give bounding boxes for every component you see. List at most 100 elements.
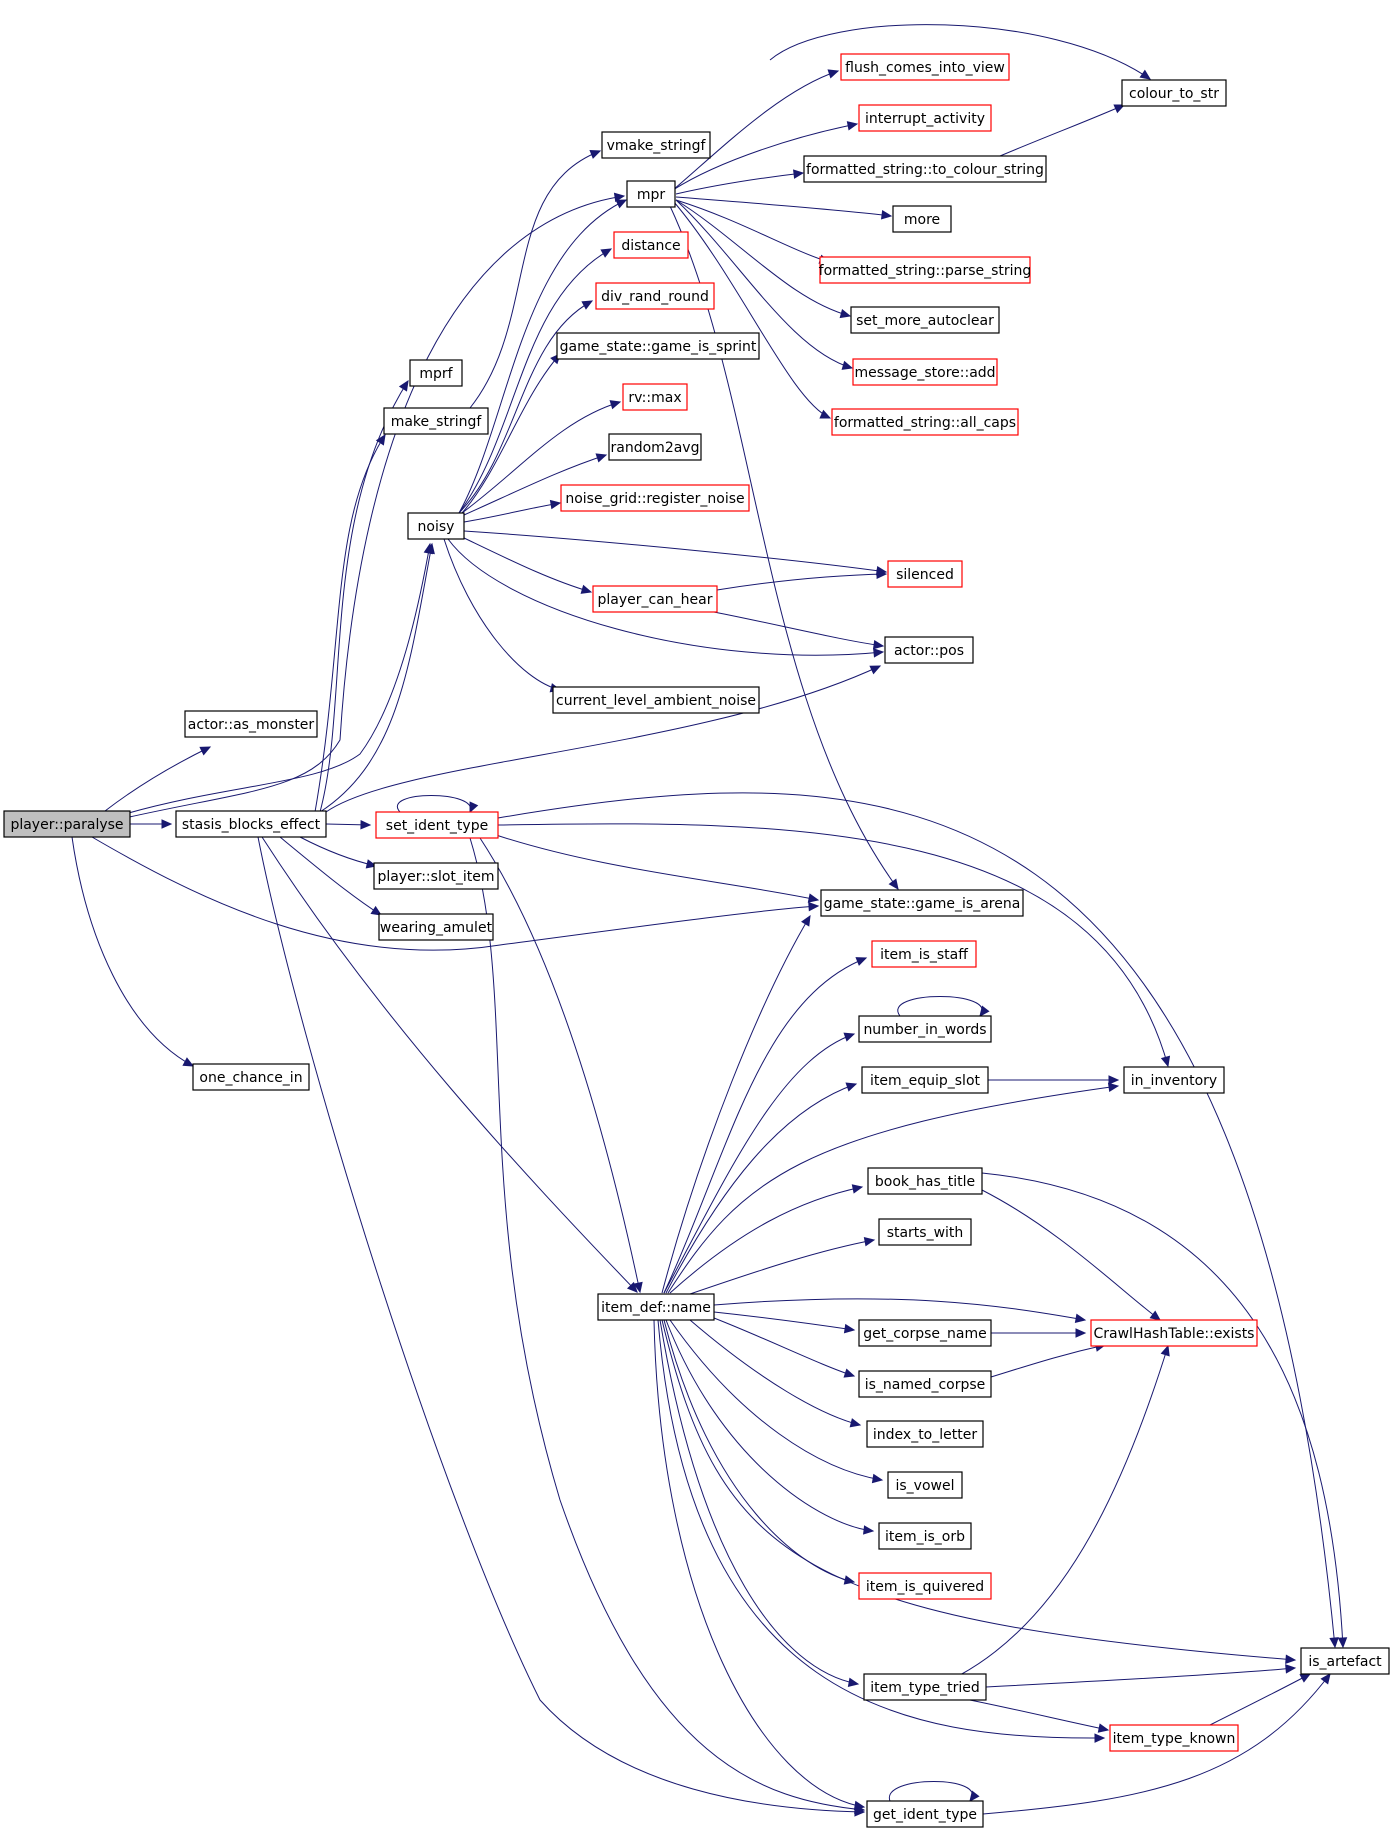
node-label: mpr (637, 187, 666, 203)
function-node-one-chance-in[interactable]: one_chance_in (192, 1063, 310, 1091)
edge-arrowhead (469, 801, 479, 814)
edge-noisy-to-rv_max (461, 400, 622, 514)
edge-get_ident_type-to-get_ident_type (889, 1781, 980, 1802)
edge-item_def_name-to-index_to_letter (689, 1319, 862, 1428)
function-node-vmake-stringf[interactable]: vmake_stringf (601, 131, 711, 159)
edge-line (279, 836, 382, 916)
function-node-all-caps[interactable]: formatted_string::all_caps (831, 408, 1019, 436)
edge-noisy-to-register_noise (463, 499, 562, 523)
node-box (863, 1673, 987, 1701)
function-node-mprf[interactable]: mprf (409, 359, 463, 387)
function-node-distance[interactable]: distance (613, 231, 689, 259)
node-label: noisy (418, 519, 455, 535)
edge-arrowhead (843, 1368, 856, 1378)
edge-arrowhead (876, 569, 888, 579)
edge-arrowhead (807, 893, 820, 903)
node-box (597, 1293, 715, 1321)
function-node-number-in-words[interactable]: number_in_words (858, 1015, 992, 1043)
edge-set_ident_type-to-game_is_arena (489, 832, 820, 903)
edge-arrowhead (1149, 1310, 1161, 1321)
function-node-silenced[interactable]: silenced (887, 560, 963, 588)
edge-line (985, 1667, 1296, 1688)
function-node-in-inventory[interactable]: in_inventory (1123, 1066, 1225, 1094)
function-node-book-has-title[interactable]: book_has_title (867, 1167, 983, 1195)
node-label: item_is_staff (880, 947, 968, 963)
node-label: make_stringf (391, 414, 483, 430)
function-node-item-is-orb[interactable]: item_is_orb (878, 1522, 972, 1550)
edge-mpr-to-more (675, 196, 893, 220)
function-node-actor-as-monster[interactable]: actor::as_monster (184, 710, 318, 738)
node-box (866, 1800, 984, 1828)
edge-arrowhead (1139, 69, 1152, 80)
edge-noisy-to-ambient_noise (443, 538, 562, 693)
edge-line (458, 300, 593, 514)
function-node-item-def-name[interactable]: item_def::name (597, 1293, 715, 1321)
node-box (613, 231, 689, 259)
function-node-set-more-autoclear[interactable]: set_more_autoclear (850, 306, 1000, 334)
function-node-wearing-amulet[interactable]: wearing_amulet (378, 913, 494, 941)
edge-arrowhead (1320, 1673, 1331, 1685)
function-node-noisy[interactable]: noisy (407, 512, 465, 540)
edge-line (675, 199, 853, 369)
function-node-div-rand-round[interactable]: div_rand_round (595, 282, 715, 310)
function-node-rv-max[interactable]: rv::max (622, 383, 688, 411)
function-node-interrupt-activity[interactable]: interrupt_activity (858, 104, 992, 132)
function-node-hash-exists[interactable]: CrawlHashTable::exists (1090, 1319, 1258, 1347)
node-box (867, 1167, 983, 1195)
edge-player_paralyse-to-one_chance_in (71, 836, 195, 1067)
edge-line (672, 70, 839, 191)
edge-line (657, 1319, 1105, 1739)
node-label: silenced (896, 567, 954, 583)
node-box (622, 383, 688, 411)
node-box (866, 1420, 984, 1448)
function-node-game-is-arena[interactable]: game_state::game_is_arena (820, 889, 1024, 917)
edge-line (497, 823, 1169, 1067)
function-node-item-type-known[interactable]: item_type_known (1109, 1724, 1239, 1752)
function-node-is-vowel[interactable]: is_vowel (887, 1471, 963, 1499)
function-node-set-ident-type[interactable]: set_ident_type (375, 811, 499, 839)
function-node-item-type-tried[interactable]: item_type_tried (863, 1673, 987, 1701)
function-node-mpr[interactable]: mpr (626, 180, 676, 208)
function-node-get-ident-type[interactable]: get_ident_type (866, 1800, 984, 1828)
function-node-random2avg[interactable]: random2avg (608, 433, 702, 461)
node-box (858, 1319, 992, 1347)
edge-item_def_name-to-is_vowel (669, 1319, 884, 1484)
function-node-item-is-staff[interactable]: item_is_staff (871, 940, 977, 968)
function-node-item-is-quivered[interactable]: item_is_quivered (858, 1572, 992, 1600)
edge-stasis_blocks_effect-to-actor_pos (325, 665, 882, 813)
function-node-item-equip-slot[interactable]: item_equip_slot (861, 1066, 989, 1094)
function-node-index-to-letter[interactable]: index_to_letter (866, 1420, 984, 1448)
function-node-actor-pos[interactable]: actor::pos (884, 636, 974, 664)
function-node-slot-item[interactable]: player::slot_item (373, 862, 499, 890)
function-node-make-stringf[interactable]: make_stringf (383, 407, 489, 435)
edge-set_ident_type-to-in_inventory (497, 823, 1171, 1068)
edge-arrowhead (839, 308, 852, 319)
edge-arrowhead (1285, 1654, 1297, 1664)
function-node-to-colour-string[interactable]: formatted_string::to_colour_string (803, 155, 1047, 183)
function-node-is-artefact[interactable]: is_artefact (1300, 1647, 1390, 1675)
edge-item_def_name-to-game_is_arena (661, 914, 811, 1294)
function-node-message-store-add[interactable]: message_store::add (852, 358, 998, 386)
edge-is_named_corpse-to-hash_exists (990, 1342, 1107, 1378)
function-node-more[interactable]: more (892, 205, 952, 233)
edge-arrowhead (845, 1082, 858, 1092)
edge-arrowhead (600, 248, 613, 258)
function-node-register-noise[interactable]: noise_grid::register_noise (560, 484, 750, 512)
edge-flush_comes-to-colour_to_str (769, 24, 1152, 80)
edge-line (713, 1298, 1086, 1321)
function-node-player-can-hear[interactable]: player_can_hear (592, 585, 718, 613)
edge-arrowhead (375, 433, 386, 446)
function-node-is-named-corpse[interactable]: is_named_corpse (858, 1370, 992, 1398)
edge-line (667, 1085, 1119, 1294)
function-node-starts-with[interactable]: starts_with (878, 1218, 972, 1246)
node-label: random2avg (611, 440, 700, 456)
function-node-parse-string[interactable]: formatted_string::parse_string (819, 256, 1032, 284)
function-node-stasis-blocks-effect[interactable]: stasis_blocks_effect (175, 810, 327, 838)
function-node-game-is-sprint[interactable]: game_state::game_is_sprint (556, 332, 760, 360)
function-node-colour-to-str[interactable]: colour_to_str (1121, 79, 1227, 107)
edge-arrowhead (1160, 1344, 1170, 1357)
function-node-ambient-noise[interactable]: current_level_ambient_noise (552, 686, 760, 714)
node-box (878, 1218, 972, 1246)
function-node-flush-comes[interactable]: flush_comes_into_view (840, 53, 1010, 81)
function-node-get-corpse-name[interactable]: get_corpse_name (858, 1319, 992, 1347)
